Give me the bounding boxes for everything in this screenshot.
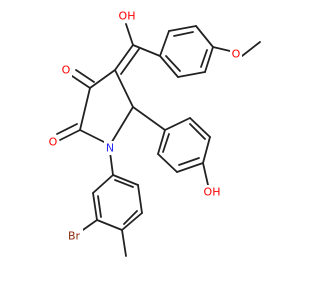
bond-hp-5	[157, 153, 178, 173]
bond-mp-in-3	[165, 55, 181, 72]
bond-mp-5	[177, 71, 206, 78]
bond-c5-n	[109, 106, 134, 146]
bonds	[56, 23, 261, 257]
bond-bp-ch3	[121, 229, 127, 257]
atom-o-ketone-c2: O	[49, 136, 58, 149]
bond-bp-3	[96, 219, 123, 231]
hydroxyl-top-label: OH	[117, 8, 137, 23]
bond-cexo-aryl	[132, 44, 161, 57]
ketone-c2-o-label: O	[47, 135, 59, 149]
bond-c2-c3	[79, 87, 91, 131]
bond-c3-o-double	[75, 69, 95, 83]
molecule-canvas: OH O O O N Br	[47, 8, 261, 257]
bond-c3-o	[71, 75, 91, 89]
bond-c3-c4	[89, 69, 116, 89]
bond-mp-6	[159, 55, 179, 78]
bond-n-bp	[109, 151, 114, 176]
bond-c4-c5	[114, 69, 134, 108]
bond-bp-in-3	[114, 179, 134, 188]
bond-o-ch3	[241, 41, 261, 57]
bond-c2-o	[59, 129, 81, 141]
bond-mp-o	[212, 46, 231, 52]
bond-bp-4	[121, 212, 143, 231]
atom-o-methoxy: O	[232, 48, 241, 61]
methoxy-o-label: O	[230, 47, 242, 61]
bond-bp-in-1	[97, 195, 102, 218]
bond-c2-o-double	[56, 123, 78, 135]
bond-cexo-oh	[125, 23, 134, 46]
bond-mp-in-1	[173, 31, 194, 37]
bond-mp-4	[204, 46, 214, 73]
bond-hp-6	[157, 129, 166, 155]
bond-c5-hp	[132, 106, 166, 131]
bromine-label: Br	[65, 229, 83, 243]
hydroxyphenyl-oh-label: OH	[202, 185, 222, 199]
bond-mp-2	[168, 25, 197, 32]
bond-hp-in-1	[189, 123, 206, 140]
bond-hp-in-2	[178, 157, 200, 166]
bond-hp-1	[164, 117, 191, 131]
bond-mp-in-2	[200, 49, 208, 68]
bond-mp-1	[159, 30, 170, 57]
bond-bp-in-2	[123, 210, 138, 225]
atom-n: N	[106, 142, 114, 155]
atom-oh-phenyl: OH	[204, 186, 221, 199]
atom-br: Br	[68, 230, 81, 243]
atom-labels: OH O O O N Br	[47, 8, 242, 243]
atom-oh-top: OH	[119, 10, 136, 23]
structure-diagram: OH O O O N Br	[47, 8, 261, 257]
nitrogen-label: N	[104, 141, 116, 155]
bond-c4-cexo	[114, 44, 134, 71]
bond-c4-cexo-double	[120, 48, 140, 75]
bond-hp-4	[176, 162, 204, 173]
bond-hp-in-3	[162, 133, 170, 153]
atom-o-ketone-c3: O	[62, 64, 71, 77]
bond-mp-3	[195, 25, 214, 48]
bond-bp-2	[92, 192, 98, 221]
bond-bp-5	[137, 184, 143, 214]
bond-bp-1	[92, 174, 114, 194]
bond-hp-oh	[202, 162, 209, 186]
bond-hp-3	[202, 136, 211, 164]
bond-bp-6	[112, 174, 139, 186]
bond-hp-2	[189, 117, 211, 138]
ketone-c3-o-label: O	[60, 63, 72, 77]
